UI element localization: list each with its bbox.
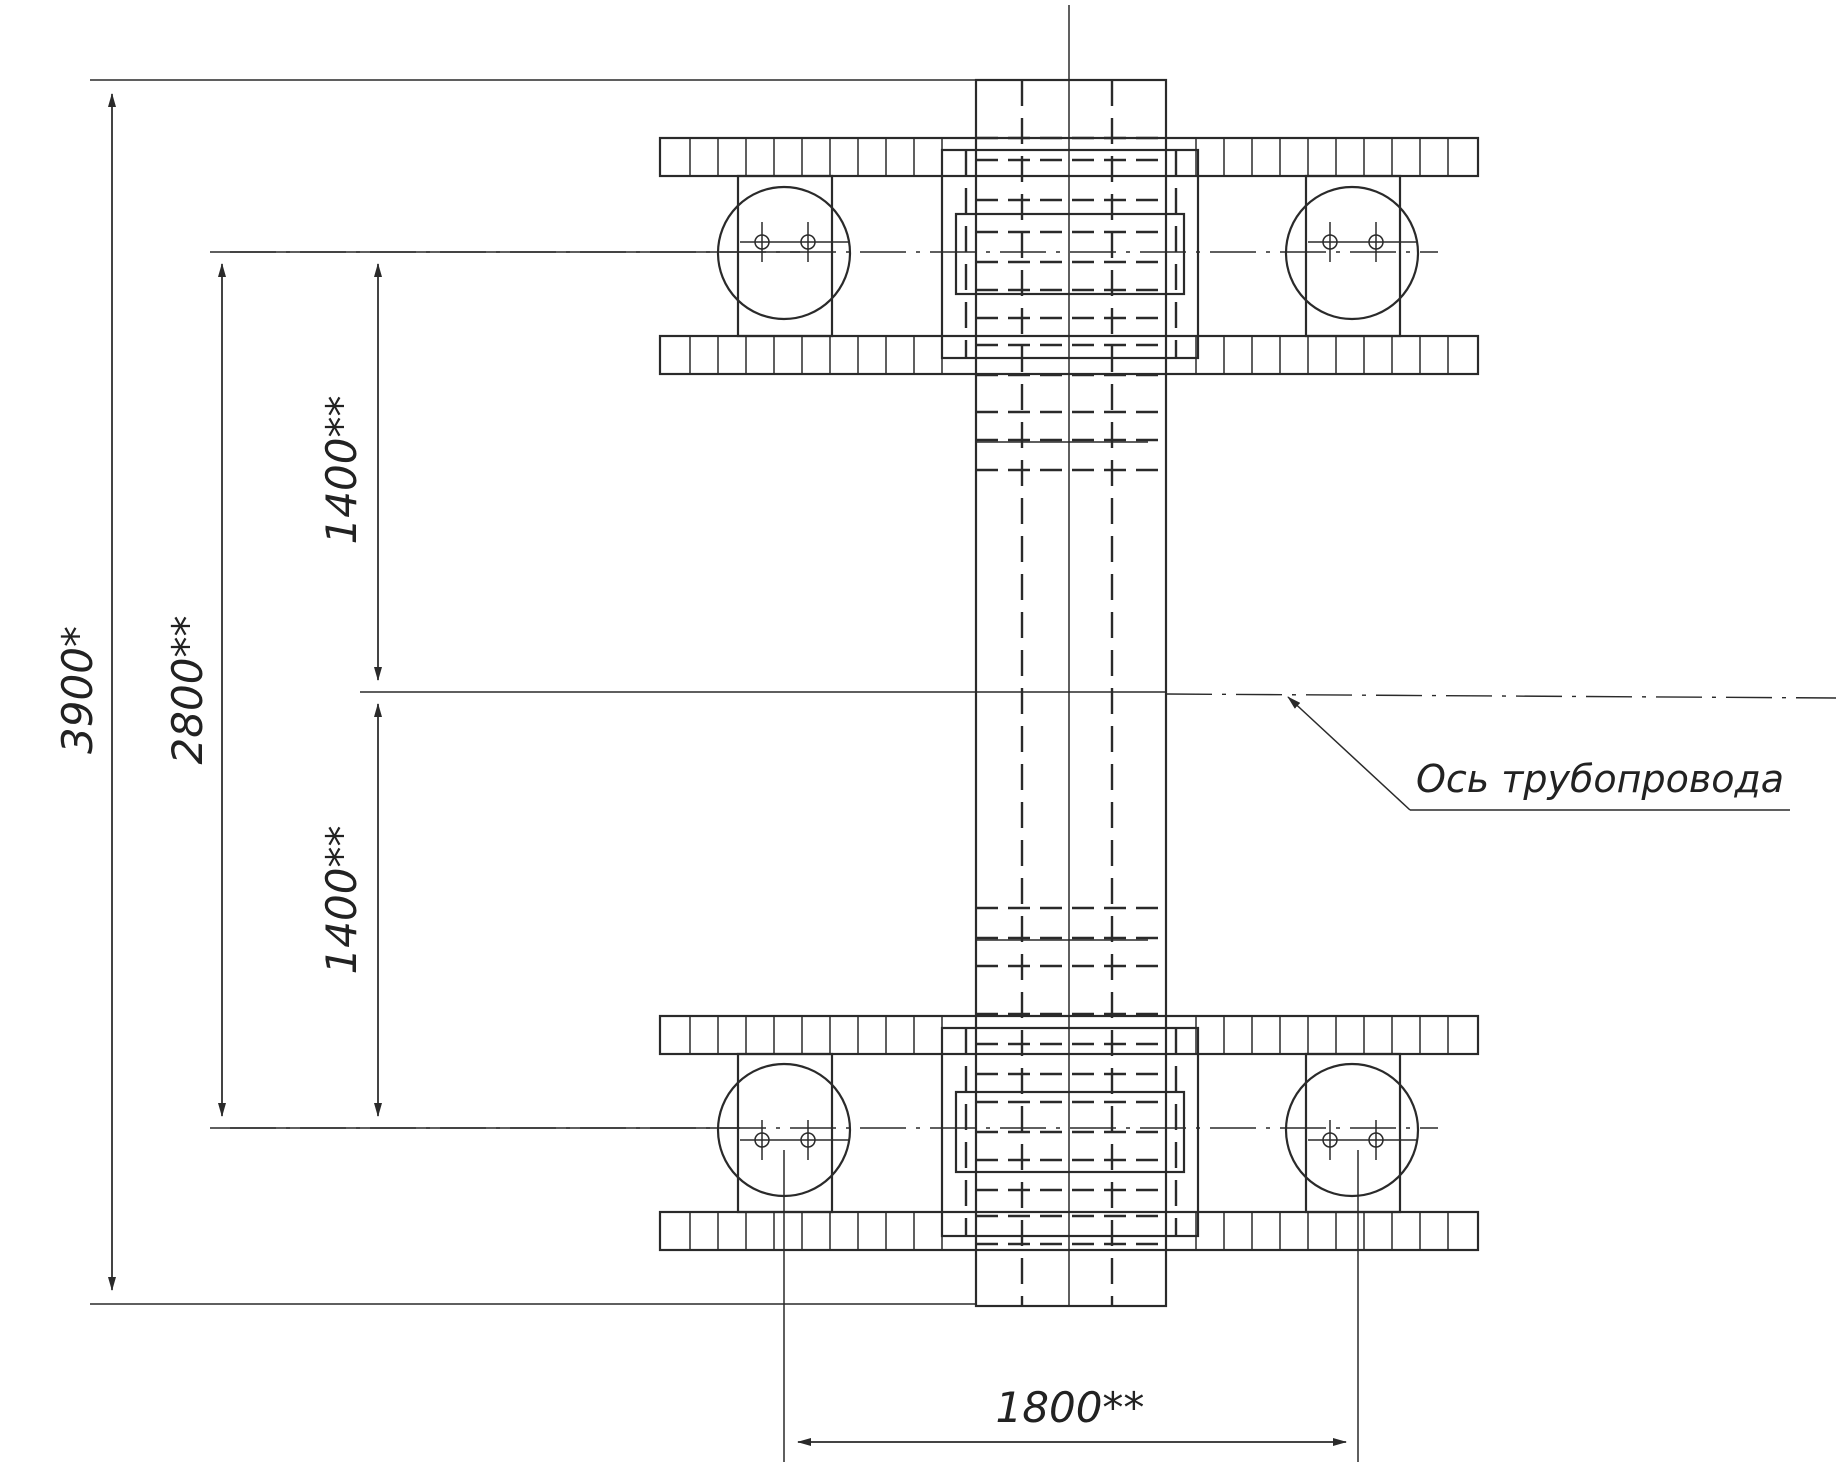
pipeline-axis [360,691,1837,811]
roller-lower-right [1284,1062,1420,1198]
support-spacing-label: 2800** [163,616,212,765]
roller-spacing-label: 1800** [996,1383,1145,1432]
roller-upper-left [716,185,852,321]
roller-upper-right [1284,185,1420,321]
support-spacing-dimension [210,251,800,1129]
overall-dimension [90,79,976,1305]
beam-hidden-ribs-lower [976,906,1166,1246]
lower-support-assembly [230,1014,1480,1252]
upper-support-assembly [230,136,1480,376]
half-spacing-lower-label: 1400** [317,826,366,975]
pipeline-axis-label: Ось трубопровода [1416,757,1784,801]
beam-hidden-ribs-upper [976,136,1166,472]
half-spacing-upper-label: 1400** [317,396,366,545]
roller-spacing-dimension [783,1150,1359,1462]
central-beam [974,78,1168,1308]
overall-length-label: 3900* [53,626,102,754]
